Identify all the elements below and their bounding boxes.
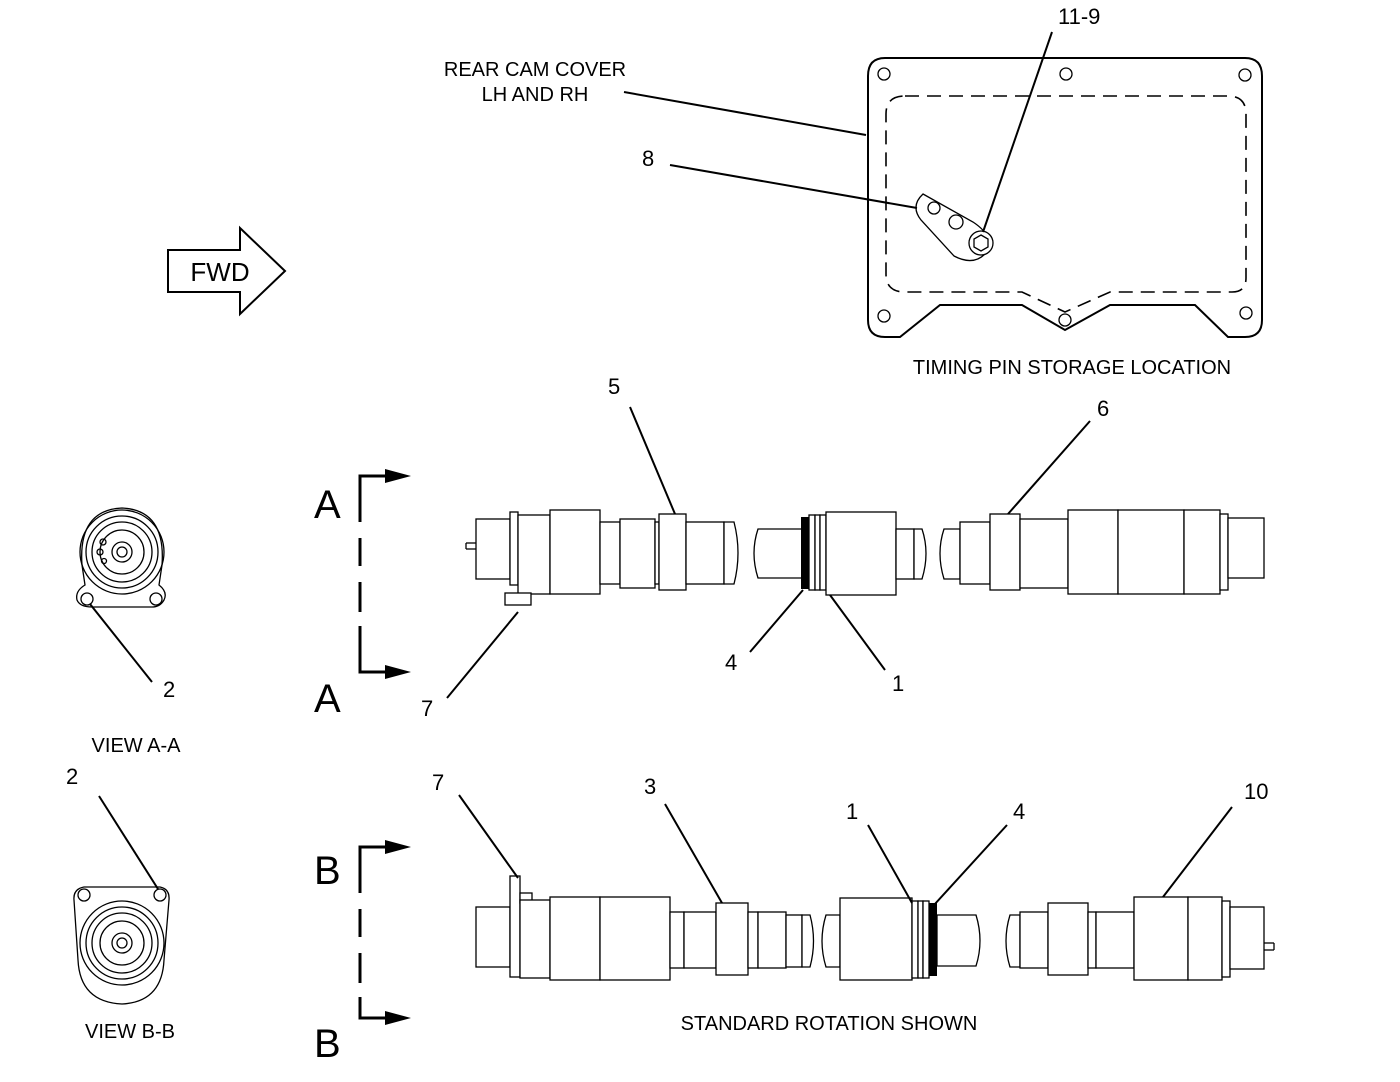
section-letter-a-bottom: A [314, 677, 341, 721]
timing-pin-storage-bracket [915, 193, 994, 262]
callout-10: 10 [1244, 779, 1268, 804]
callout-1-lower: 1 [846, 799, 858, 824]
rear-cam-cover-label-line1: REAR CAM COVER [444, 59, 626, 81]
section-letter-b-top: B [314, 849, 341, 893]
rear-cam-cover-label-line2: LH AND RH [482, 84, 589, 106]
callout-2-view-aa: 2 [163, 677, 175, 702]
callout-2-view-bb: 2 [66, 764, 78, 789]
cover-leader-lines [623, 31, 1053, 233]
callout-6: 6 [1097, 396, 1109, 421]
leader-2-view-aa [89, 603, 153, 683]
callout-7-lower: 7 [432, 770, 444, 795]
rear-cam-cover [867, 57, 1263, 338]
callout-4-lower: 4 [1013, 799, 1025, 824]
upper-camshaft [465, 509, 1265, 606]
callout-4-upper: 4 [725, 650, 737, 675]
callout-7-upper: 7 [421, 696, 433, 721]
upper-leader-lines [446, 406, 1091, 699]
lower-leader-lines [458, 794, 1233, 906]
view-aa-camshaft-end [76, 507, 166, 608]
lower-camshaft [475, 875, 1275, 981]
timing-pin-storage-caption: TIMING PIN STORAGE LOCATION [913, 357, 1231, 379]
leader-2-view-bb [98, 795, 159, 890]
callout-1-upper: 1 [892, 671, 904, 696]
callout-8: 8 [642, 146, 654, 171]
fwd-arrow-icon [167, 225, 287, 317]
section-b-markers [358, 840, 411, 1025]
view-bb-camshaft-end [73, 886, 170, 1005]
section-a-markers [358, 469, 411, 679]
callout-5: 5 [608, 374, 620, 399]
standard-rotation-caption: STANDARD ROTATION SHOWN [681, 1013, 978, 1035]
view-aa-caption: VIEW A-A [92, 735, 182, 757]
fwd-label: FWD [190, 257, 249, 287]
section-letter-b-bottom: B [314, 1022, 341, 1066]
callout-11-9: 11-9 [1058, 4, 1100, 29]
callout-3: 3 [644, 774, 656, 799]
view-bb-caption: VIEW B-B [85, 1021, 175, 1043]
section-letter-a-top: A [314, 483, 341, 527]
